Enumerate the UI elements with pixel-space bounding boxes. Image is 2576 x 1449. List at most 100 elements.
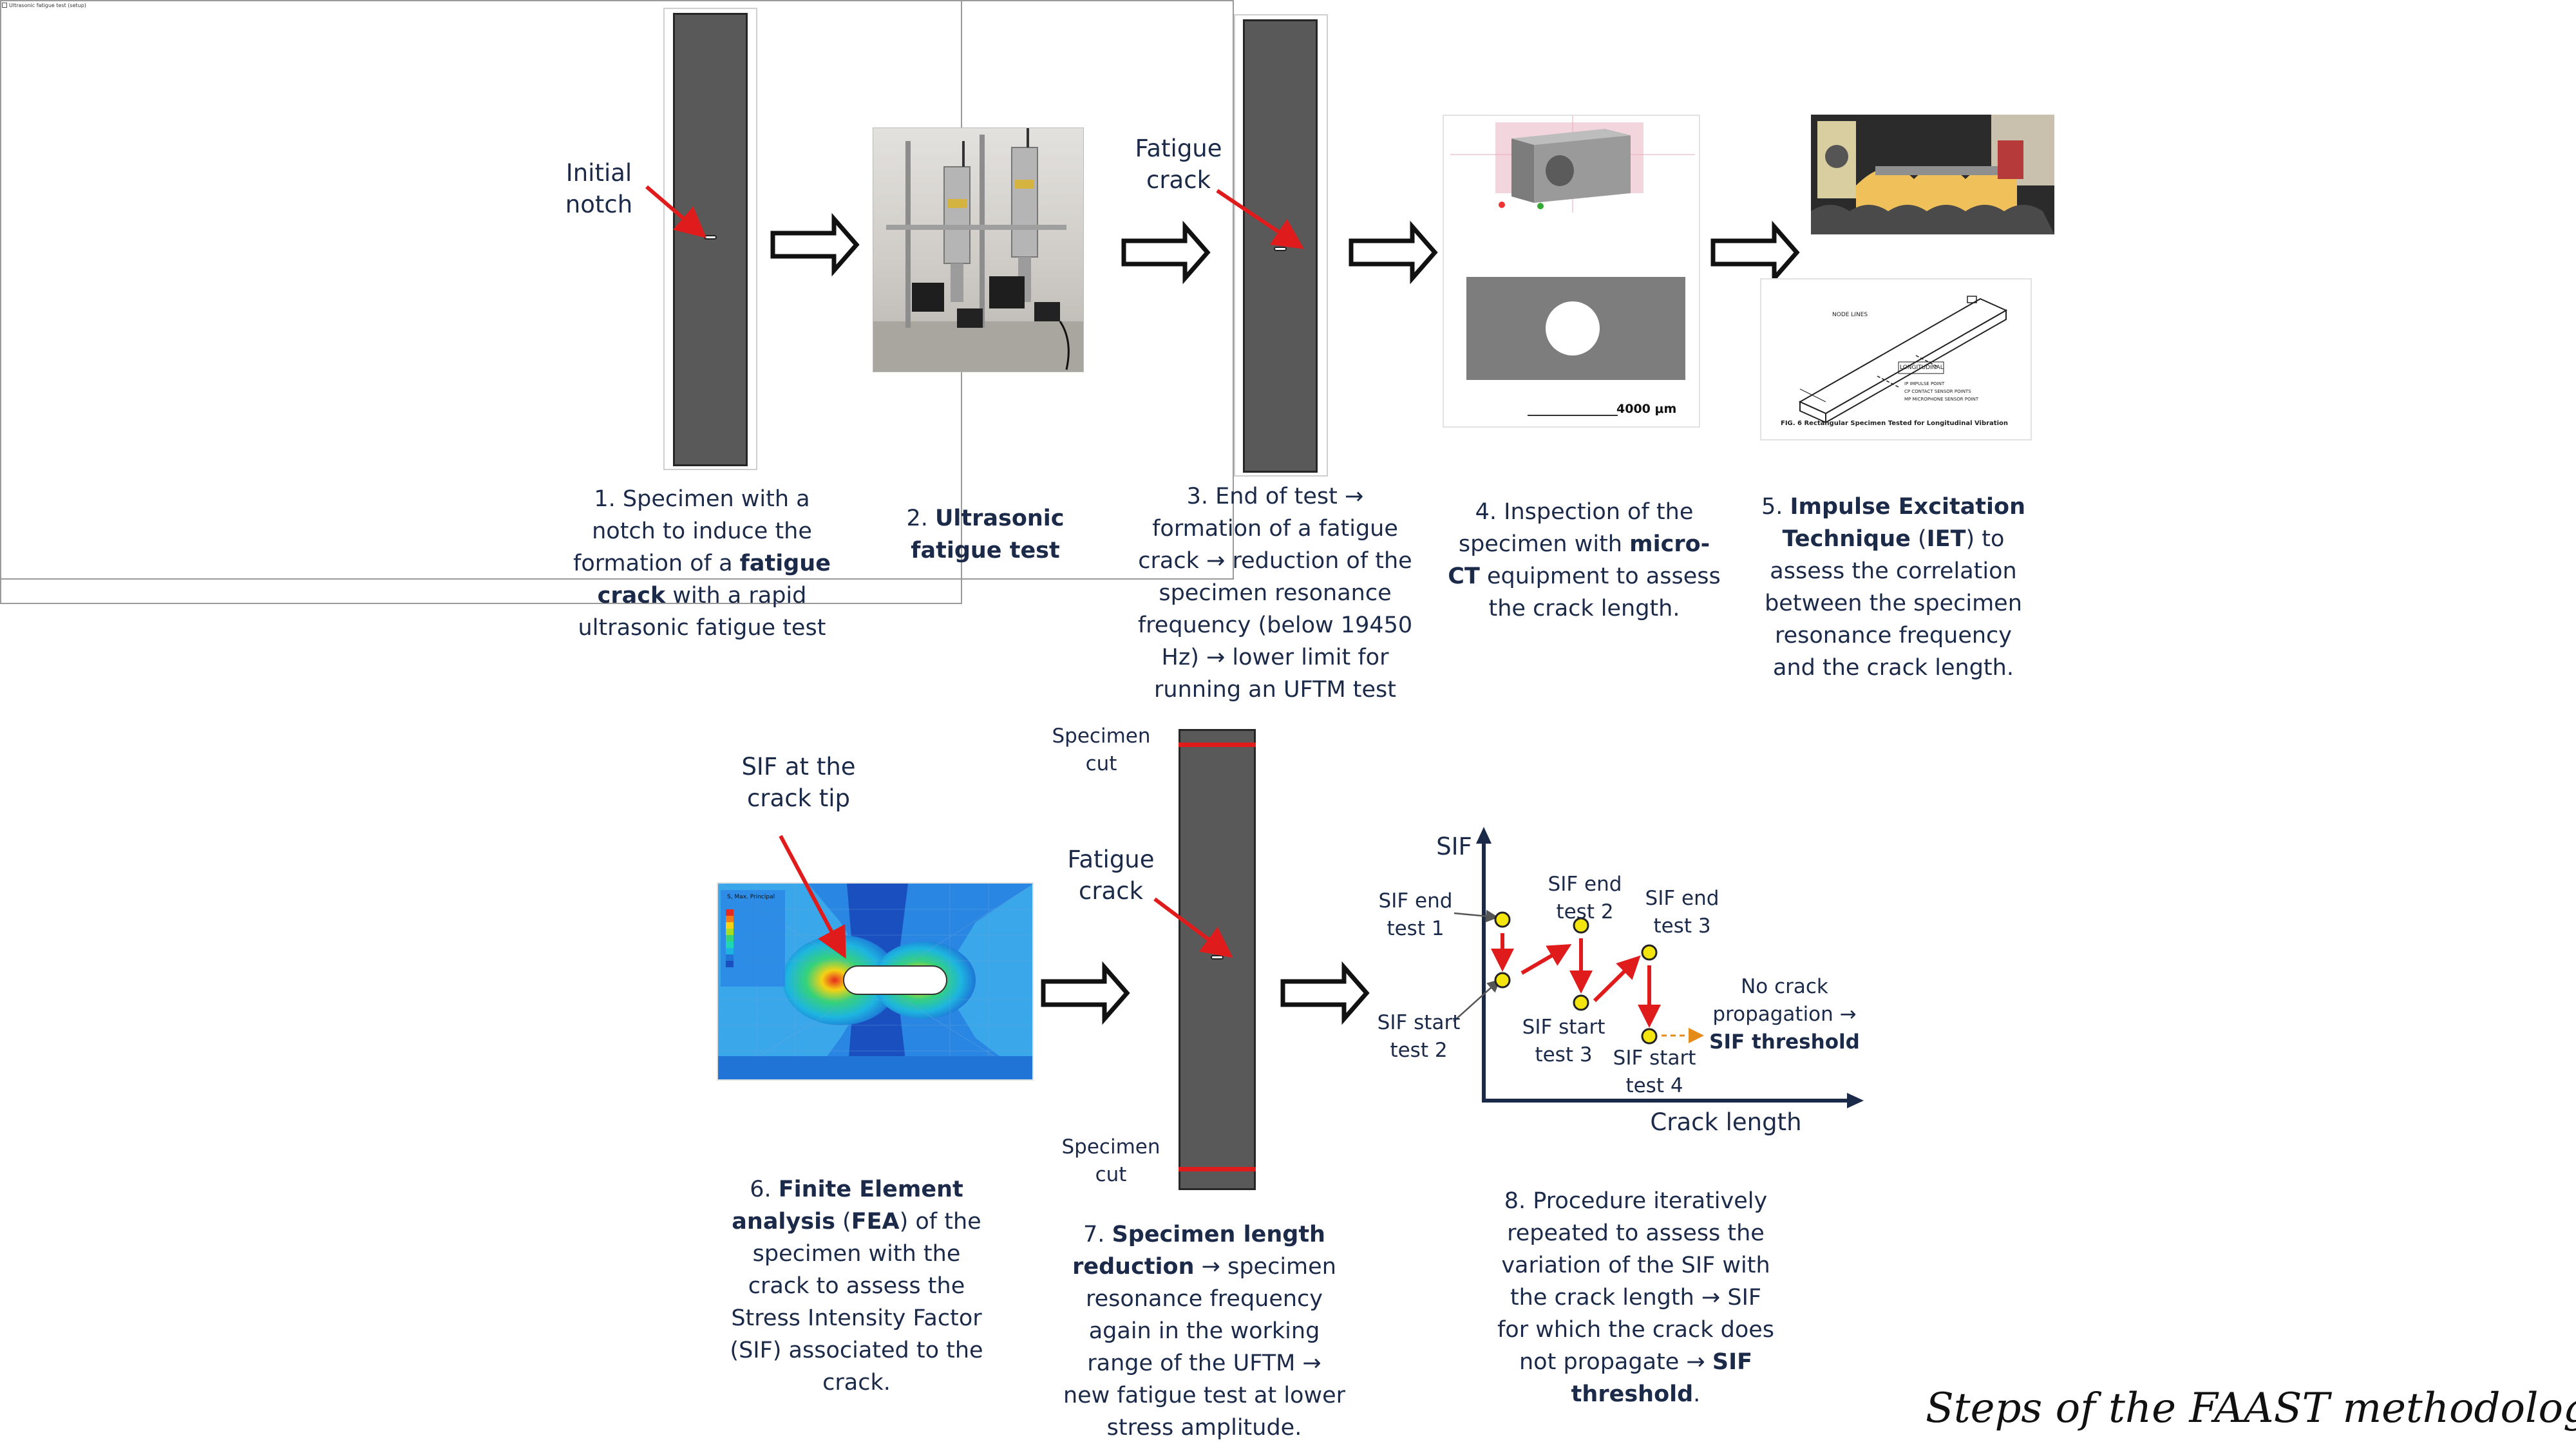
step7-cut-bottom-l1: Specimen xyxy=(1061,1135,1160,1159)
flow-arrow-6-7 xyxy=(1041,961,1130,1025)
flow-arrow-1-2 xyxy=(770,213,860,277)
step5-fig-caption: FIG. 6 Rectangular Specimen Tested for L… xyxy=(1781,420,2009,427)
step5-astm-diagram: NODE LINES LONGITUDINAL IP IMPULSE POINT… xyxy=(1760,278,2032,440)
step7-cut-top-l1: Specimen xyxy=(1052,724,1151,748)
step4-caption-l3: CT equipment to assess xyxy=(1448,564,1721,589)
step4-caption-l2: specimen with micro- xyxy=(1458,531,1710,557)
step3-caption-l3: crack → reduction of the xyxy=(1138,548,1412,574)
step6-caption-l2: analysis (FEA) of the xyxy=(732,1209,981,1235)
step8-caption-l2: repeated to assess the xyxy=(1507,1220,1765,1246)
step7-crack-label-l1: Fatigue xyxy=(1067,846,1155,873)
step8-label-start4: SIF start test 4 xyxy=(1602,1045,1707,1100)
step5-caption-l5: resonance frequency xyxy=(1774,623,2012,649)
step8-label-end1-l1: SIF end xyxy=(1378,889,1453,913)
step7-caption-l2: reduction → specimen xyxy=(1072,1254,1336,1280)
step7-caption-l5: range of the UFTM → xyxy=(1087,1350,1321,1376)
step1-caption-l2: notch to induce the xyxy=(592,518,812,544)
step8-label-end1: SIF end test 1 xyxy=(1367,887,1464,943)
step8-caption-l7: threshold. xyxy=(1571,1381,1701,1407)
step3-crack-label: Fatigue crack xyxy=(1121,133,1236,196)
step3-caption-l6: Hz) → lower limit for xyxy=(1161,645,1389,670)
step1-caption-l3: formation of a fatigue xyxy=(573,551,831,576)
step8-marker-end2 xyxy=(1573,917,1589,934)
step8-label-end2: SIF end test 2 xyxy=(1536,871,1634,926)
step8-caption-l6: not propagate → SIF xyxy=(1519,1349,1752,1375)
step4-caption: 4. Inspection of the specimen with micro… xyxy=(1443,496,1726,625)
step7-crack-label: Fatigue crack xyxy=(1056,844,1166,907)
step8-label-end2-l2: test 2 xyxy=(1556,900,1614,923)
step2-rig-drawing xyxy=(873,128,1083,372)
step8-label-start2: SIF start test 2 xyxy=(1367,1009,1471,1065)
step1-caption-l1: 1. Specimen with a xyxy=(594,486,810,512)
step7-caption: 7. Specimen length reduction → specimen … xyxy=(1056,1218,1352,1444)
step6-color-legend xyxy=(726,909,734,967)
step8-label-end3: SIF end test 3 xyxy=(1633,885,1731,940)
step6-caption-l6: (SIF) associated to the xyxy=(730,1338,983,1363)
overlay-window-icon xyxy=(2,3,7,8)
step8-caption-l4: the crack length → SIF xyxy=(1510,1285,1762,1311)
flow-arrow-4-5 xyxy=(1710,220,1800,285)
step8-marker-end1 xyxy=(1494,911,1511,928)
flow-arrow-2-3 xyxy=(1121,220,1211,285)
step7-caption-l6: new fatigue test at lower xyxy=(1063,1383,1346,1408)
step3-crack-label-l2: crack xyxy=(1146,166,1211,194)
step7-cut-bottom-l2: cut xyxy=(1095,1163,1127,1186)
step8-marker-end3 xyxy=(1641,944,1658,961)
overlay-window-label: Ultrasonic fatigue test (setup) xyxy=(9,3,86,8)
step4-microct-panel xyxy=(1443,115,1700,428)
step6-legend-title: S, Max. Principal xyxy=(727,894,775,900)
step2-caption-l1: 2. Ultrasonic xyxy=(906,506,1065,531)
step8-marker-start2 xyxy=(1494,972,1511,989)
step3-caption-l5: frequency (below 19450 xyxy=(1137,612,1413,638)
step7-cut-bottom-label: Specimen cut xyxy=(1046,1133,1175,1189)
step7-caption-l4: again in the working xyxy=(1088,1318,1320,1344)
step8-caption-l5: for which the crack does xyxy=(1497,1317,1774,1343)
step4-microct-drawing xyxy=(1450,116,1695,416)
step5-node-lines-label: NODE LINES xyxy=(1832,312,1868,318)
step5-iet-drawing xyxy=(1811,115,2054,234)
step5-longitudinal-label: LONGITUDINAL xyxy=(1900,365,1944,371)
step6-sif-label-l2: crack tip xyxy=(746,784,851,812)
step7-specimen xyxy=(1179,729,1256,1190)
step8-label-start4-l1: SIF start xyxy=(1613,1046,1696,1070)
step6-caption-l7: crack. xyxy=(822,1370,891,1396)
step8-y-axis-label: SIF xyxy=(1436,833,1472,860)
step8-label-start2-l1: SIF start xyxy=(1377,1011,1461,1034)
step8-caption-l1: 8. Procedure iteratively xyxy=(1504,1188,1768,1214)
step7-cut-line-bottom xyxy=(1179,1167,1256,1171)
step1-caption-l4: crack with a rapid xyxy=(597,583,807,609)
step5-caption-l4: between the specimen xyxy=(1765,591,2022,616)
step5-caption-l1: 5. Impulse Excitation xyxy=(1761,494,2025,520)
step5-astm-drawing xyxy=(1798,296,2008,424)
step6-caption-l5: Stress Intensity Factor xyxy=(731,1305,982,1331)
step6-sif-label: SIF at the crack tip xyxy=(734,751,863,814)
step1-specimen xyxy=(673,13,748,466)
step8-caption: 8. Procedure iteratively repeated to ass… xyxy=(1488,1185,1784,1410)
step8-marker-start3 xyxy=(1573,994,1589,1011)
step7-cut-top-l2: cut xyxy=(1085,752,1117,775)
step3-caption: 3. End of test → formation of a fatigue … xyxy=(1127,480,1423,706)
step4-caption-l4: the crack length. xyxy=(1488,596,1680,621)
step7-caption-l1: 7. Specimen length xyxy=(1083,1222,1325,1247)
step8-no-crack-l1: No crack xyxy=(1741,975,1828,998)
step4-caption-l1: 4. Inspection of the xyxy=(1475,499,1694,525)
step8-label-start3: SIF start test 3 xyxy=(1511,1014,1616,1069)
step2-caption-l2: fatigue test xyxy=(911,538,1060,564)
step5-caption-l2: Technique (IET) to xyxy=(1782,526,2005,552)
step3-caption-l2: formation of a fatigue xyxy=(1152,516,1398,542)
step3-caption-l4: specimen resonance xyxy=(1159,580,1392,606)
flow-arrow-3-4 xyxy=(1349,220,1438,285)
step1-notch-label-l2: notch xyxy=(565,191,633,218)
step5-legend-1: IP IMPULSE POINT xyxy=(1904,381,1945,386)
step8-no-crack-l2: propagation → xyxy=(1712,1003,1857,1026)
step7-caption-l7: stress amplitude. xyxy=(1106,1415,1302,1441)
step5-iet-photo xyxy=(1811,115,2054,234)
step1-notch-label-l1: Initial xyxy=(565,159,632,187)
step8-label-end1-l2: test 1 xyxy=(1387,917,1444,940)
step3-crack-label-l1: Fatigue xyxy=(1135,135,1222,162)
step6-caption-l4: crack to assess the xyxy=(748,1273,965,1299)
